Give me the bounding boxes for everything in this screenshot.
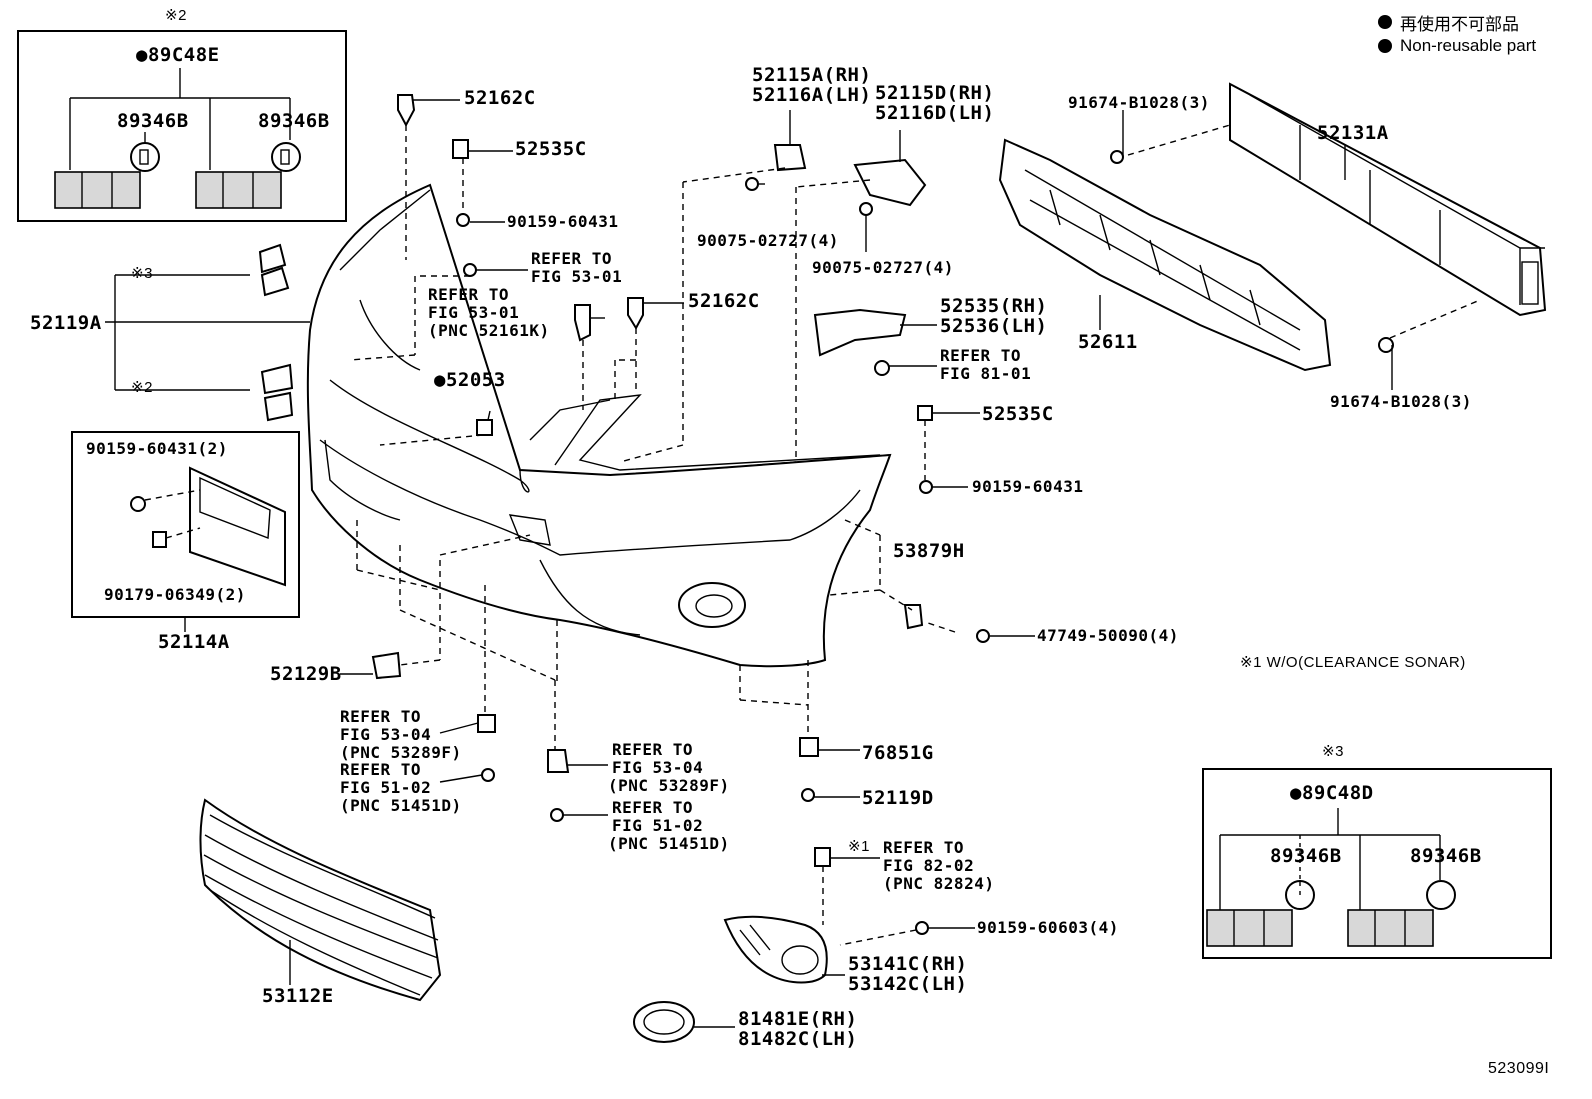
bumper-cover [306, 183, 892, 668]
part-52115A: 52115A(RH) [752, 64, 872, 86]
non-reusable-dot-icon [1378, 15, 1392, 29]
kit-top-pads [54, 142, 301, 209]
part-52116D: 52116D(LH) [875, 102, 995, 124]
refer-82-02-line3: (PNC 82824) [883, 874, 995, 893]
bracket-52115D [853, 158, 927, 207]
kit-top-right-pad: 89346B [258, 110, 330, 132]
refer-53-01-a-line1: REFER TO [531, 249, 613, 268]
part-90075-a: 90075-02727(4) [697, 231, 839, 250]
kit-bottom-tree [1219, 808, 1441, 910]
refer-53-04-a-line2: FIG 53-04 [340, 725, 432, 744]
part-91674-top: 91674-B1028(3) [1068, 93, 1210, 112]
refer-53-04-b-line3: (PNC 53289F) [608, 776, 730, 795]
refer-53-04-a-line3: (PNC 53289F) [340, 743, 462, 762]
bracket-52115A [773, 144, 807, 172]
part-52535C-right: 52535C [982, 403, 1054, 425]
part-53141C: 53141C(RH) [848, 953, 968, 975]
part-76851G: 76851G [862, 742, 934, 764]
kit-box-top [17, 30, 347, 222]
part-90159-60431-top: 90159-60431 [507, 212, 619, 231]
part-81481E: 81481E(RH) [738, 1008, 858, 1030]
part-52115D: 52115D(RH) [875, 82, 995, 104]
part-52611: 52611 [1078, 331, 1138, 353]
part-52129B: 52129B [270, 663, 342, 685]
legend: 再使用不可部品 Non-reusable part [1378, 10, 1536, 58]
lower-grille-53112E [199, 798, 442, 1002]
part-52535RH: 52535(RH) [940, 295, 1048, 317]
mark-1-sonar: ※1 [848, 838, 870, 855]
kit-bottom-right-pad: 89346B [1410, 845, 1482, 867]
part-53879H: 53879H [893, 540, 965, 562]
refer-51-02-a-line2: FIG 51-02 [340, 778, 432, 797]
part-52119A: 52119A [30, 312, 102, 334]
refer-53-01-b-line1: REFER TO [428, 285, 510, 304]
part-90159-60431-right: 90159-60431 [972, 477, 1084, 496]
mark-3-side: ※3 [131, 265, 153, 282]
plate-90159-60431: 90159-60431(2) [86, 439, 228, 458]
kit-box-bottom [1202, 768, 1552, 959]
part-52535C-top: 52535C [515, 138, 587, 160]
part-81482C: 81482C(LH) [738, 1028, 858, 1050]
legend-item-ja: 再使用不可部品 [1378, 10, 1536, 34]
refer-53-04-b-line2: FIG 53-04 [612, 758, 704, 777]
part-53112E: 53112E [262, 985, 334, 1007]
reinforcement-52131A [1229, 82, 1547, 317]
refer-53-04-a-line1: REFER TO [340, 707, 422, 726]
refer-51-02-b-line3: (PNC 51451D) [608, 834, 730, 853]
leader-lines [289, 99, 1393, 1028]
part-52536LH: 52536(LH) [940, 315, 1048, 337]
part-53142C: 53142C(LH) [848, 973, 968, 995]
kit-bottom-label: ●89C48D [1290, 782, 1374, 804]
part-52114A: 52114A [158, 631, 230, 653]
absorber-52611 [998, 138, 1332, 372]
kit-top-tree [69, 68, 291, 170]
non-reusable-dot-icon [1378, 39, 1392, 53]
bracket-52535 [813, 308, 907, 357]
refer-53-01-b-line2: FIG 53-01 [428, 303, 520, 322]
assembly-lines [349, 124, 1481, 946]
part-90075-b: 90075-02727(4) [812, 258, 954, 277]
part-52162C-top: 52162C [464, 87, 536, 109]
mark-2-top: ※2 [165, 7, 187, 24]
mark-2-side: ※2 [131, 379, 153, 396]
refer-53-01-b-line3: (PNC 52161K) [428, 321, 550, 340]
refer-51-02-b-line1: REFER TO [612, 798, 694, 817]
part-91674-bottom: 91674-B1028(3) [1330, 392, 1472, 411]
legend-item-en: Non-reusable part [1378, 34, 1536, 58]
refer-81-01-line1: REFER TO [940, 346, 1022, 365]
kit-top-left-pad: 89346B [117, 110, 189, 132]
refer-82-02-line1: REFER TO [883, 838, 965, 857]
refer-51-02-b-line2: FIG 51-02 [612, 816, 704, 835]
kit-bottom-left-pad: 89346B [1270, 845, 1342, 867]
refer-51-02-a-line3: (PNC 51451D) [340, 796, 462, 815]
fog-ring-81481E [633, 1001, 695, 1043]
refer-51-02-a-line1: REFER TO [340, 760, 422, 779]
refer-53-04-b-line1: REFER TO [612, 740, 694, 759]
plate-90179-06349: 90179-06349(2) [104, 585, 246, 604]
figure-id: 523099I [1488, 1060, 1550, 1077]
mark-3-bottom: ※3 [1322, 743, 1344, 760]
part-90159-60603: 90159-60603(4) [977, 918, 1119, 937]
refer-53-01-a-line2: FIG 53-01 [531, 267, 623, 286]
fasteners [371, 94, 1394, 935]
part-52053: ●52053 [434, 369, 506, 391]
part-52119D: 52119D [862, 787, 934, 809]
kit-top-label: ●89C48E [136, 44, 220, 66]
part-52116A: 52116A(LH) [752, 84, 872, 106]
side-clips-52119A [105, 243, 310, 422]
refer-82-02-line2: FIG 82-02 [883, 856, 975, 875]
fog-bezel-53141C [723, 915, 828, 984]
kit-bottom-pads [1206, 880, 1456, 947]
refer-81-01-line2: FIG 81-01 [940, 364, 1032, 383]
note-w-o-clearance-sonar: ※1 W/O(CLEARANCE SONAR) [1240, 654, 1466, 671]
part-52162C-mid: 52162C [688, 290, 760, 312]
part-47749: 47749-50090(4) [1037, 626, 1179, 645]
part-52131A: 52131A [1317, 122, 1389, 144]
